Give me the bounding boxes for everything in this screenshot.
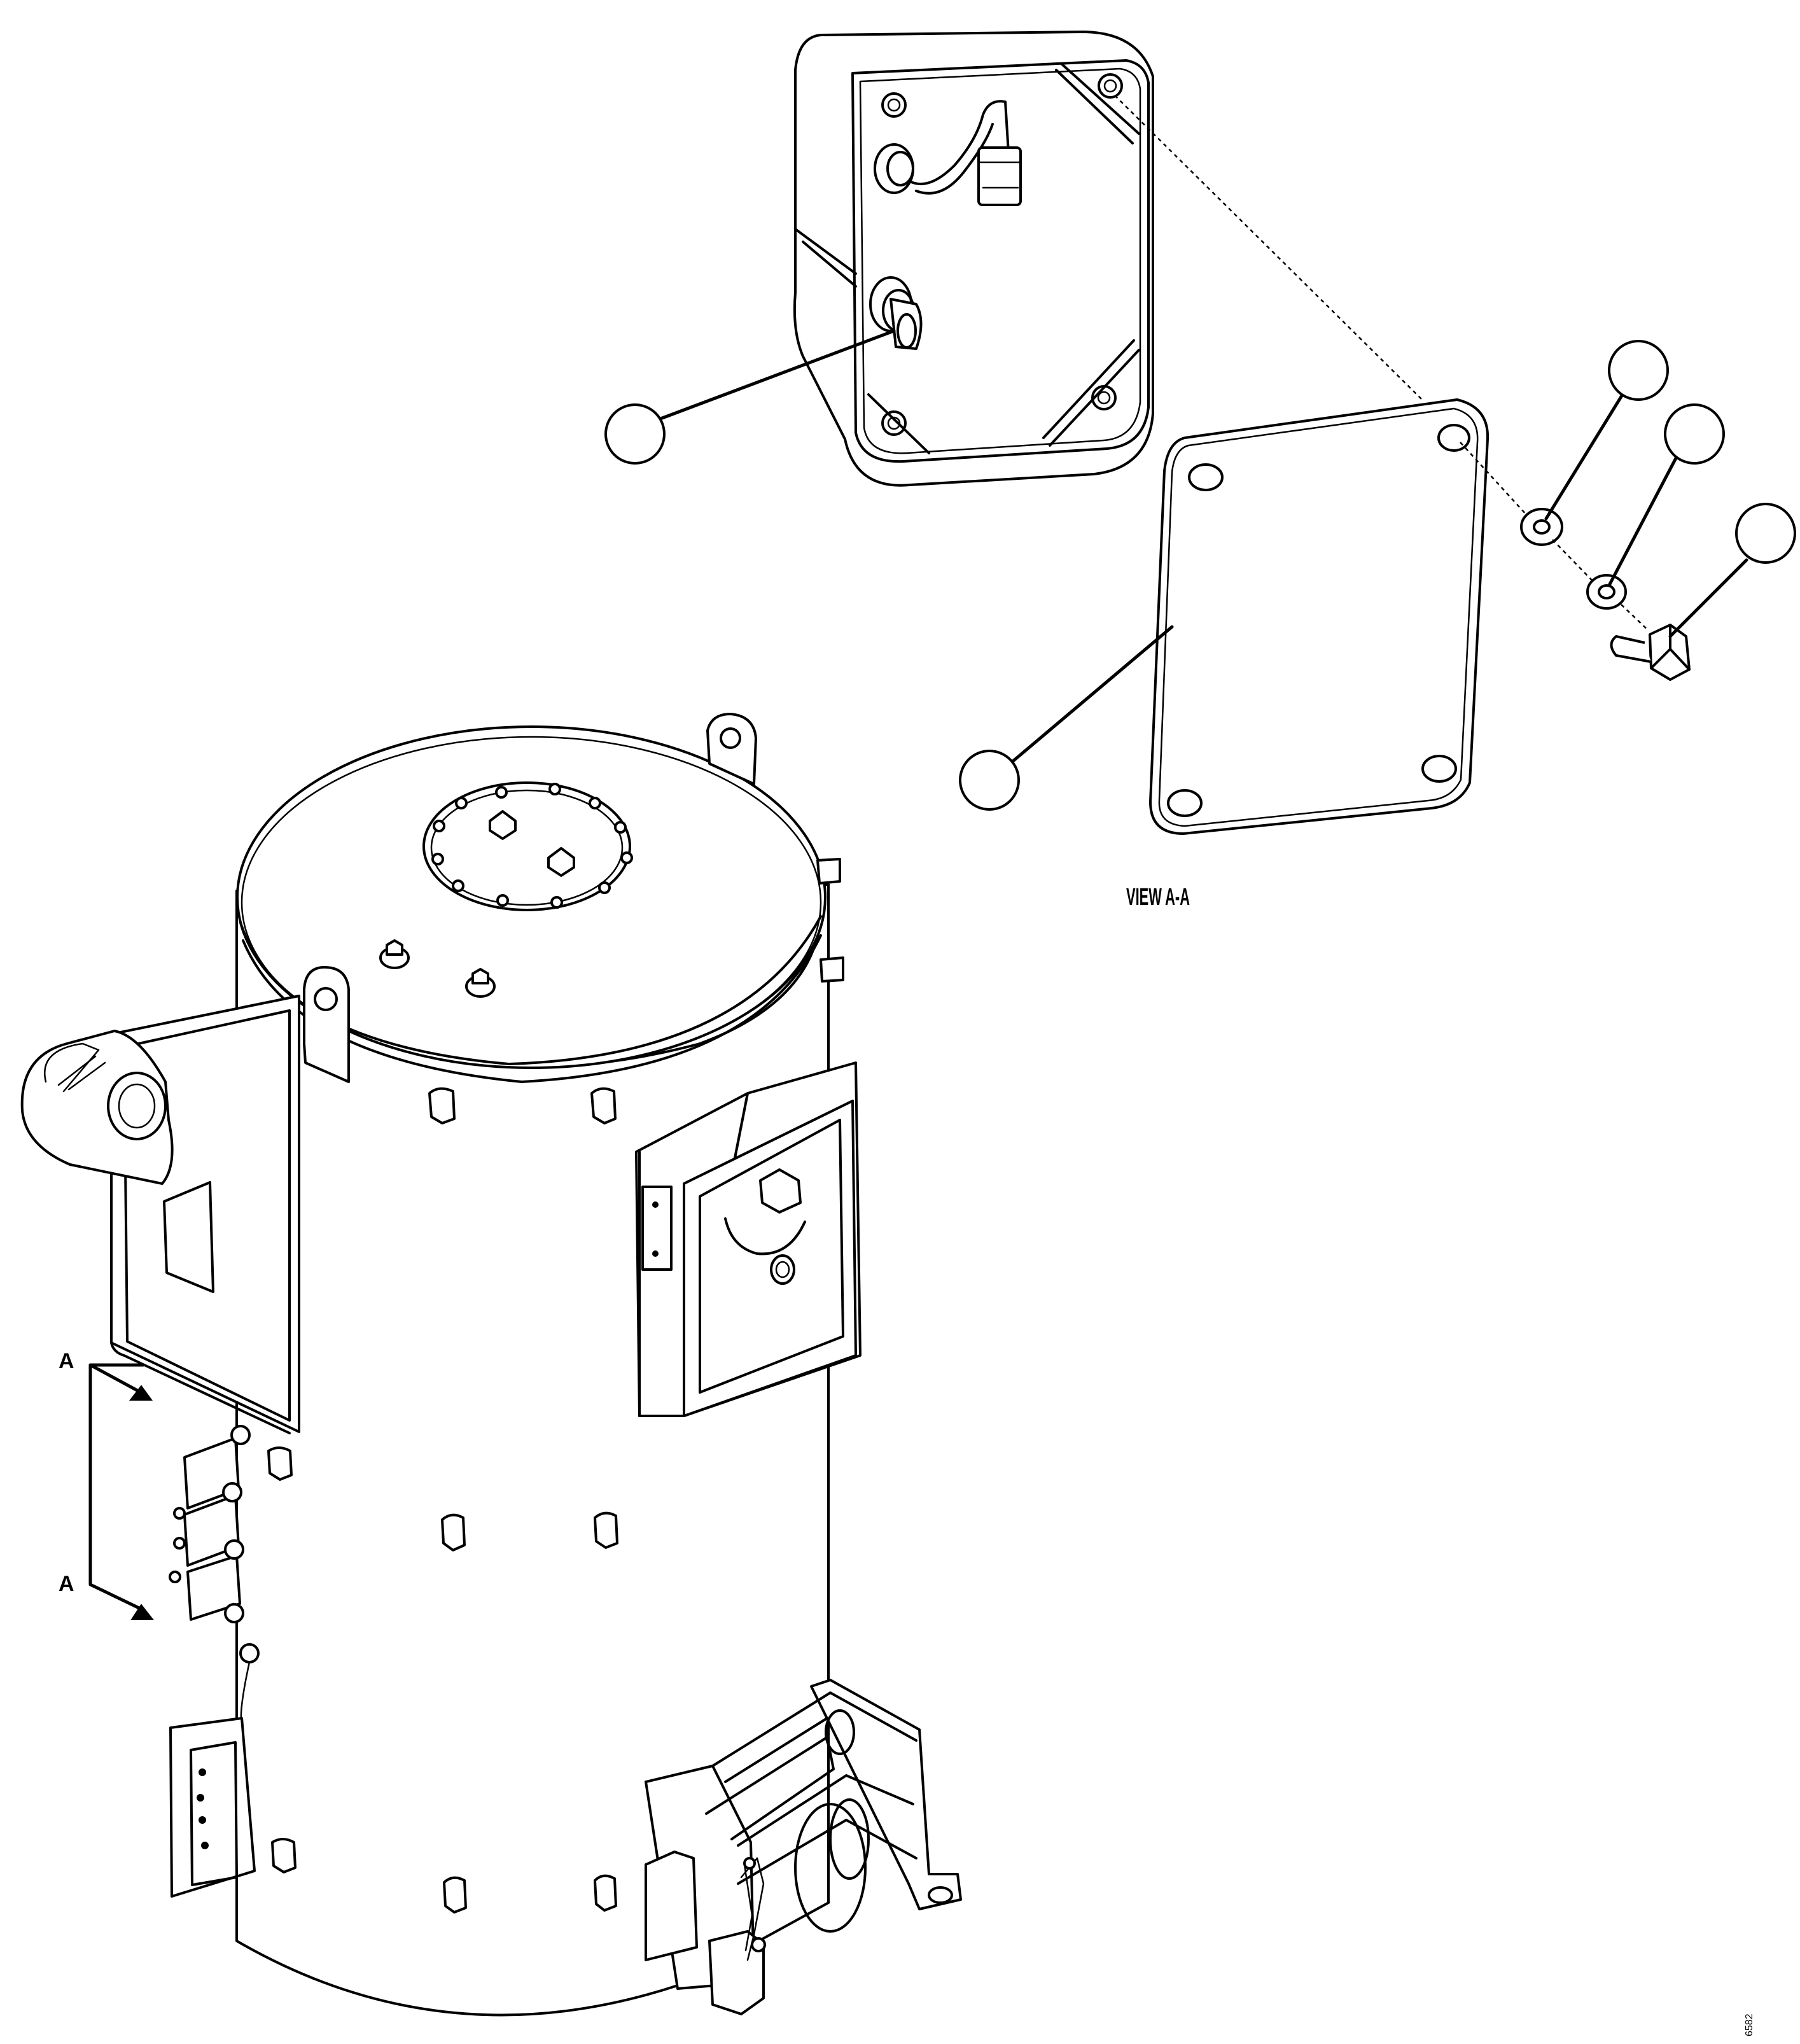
cover-plate [1149, 398, 1490, 835]
side-panel-left [20, 995, 300, 1898]
callout-circle [1735, 503, 1796, 564]
flat-washer [1520, 508, 1563, 546]
side-panel-right [635, 1061, 862, 1417]
section-marker-arrows: A A [59, 1349, 155, 1620]
callout-circle [1664, 403, 1725, 465]
junction-box-housing [793, 31, 1154, 487]
base-skid-frame [645, 1679, 962, 2015]
flange-bolts [431, 783, 633, 909]
section-marker-label: A [59, 1349, 74, 1373]
callout-circle [1608, 340, 1669, 401]
section-marker-label: A [59, 1572, 74, 1596]
lock-washer [1586, 574, 1627, 610]
view-label: VIEW A-A [1126, 884, 1190, 911]
hex-bolt [1610, 624, 1691, 681]
drawing-number: 6582 [1744, 2013, 1755, 2036]
callout-circle [959, 750, 1020, 811]
callout-circle [604, 403, 666, 465]
